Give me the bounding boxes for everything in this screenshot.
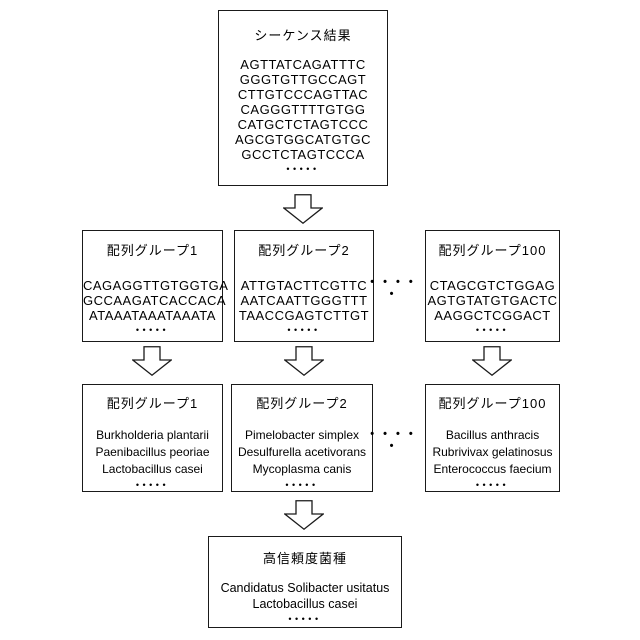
down-arrow-icon — [472, 346, 512, 376]
sequence-line: ATTGTACTTCGTTC — [240, 278, 368, 293]
ellipsis: ••••• — [475, 480, 510, 490]
species-group-100-title: 配列グループ100 — [438, 396, 547, 411]
sequence-group-100-title: 配列グループ100 — [438, 243, 547, 258]
species-group-100-box: 配列グループ100 Bacillus anthracis Rubrivivax … — [425, 384, 560, 492]
sequence-line: TAACCGAGTCTTGT — [238, 308, 370, 323]
sequence-group-100-box: 配列グループ100 CTAGCGTCTGGAG AGTGTATGTGACTC A… — [425, 230, 560, 342]
sequence-line: GGGTGTTGCCAGT — [239, 72, 367, 87]
sequence-line: CAGAGGTTGTGGTGA — [83, 278, 229, 293]
sequence-group-100-body: CTAGCGTCTGGAG AGTGTATGTGACTC AAGGCTCGGAC… — [426, 278, 559, 337]
sequence-line: GCCTCTAGTCCCA — [241, 147, 365, 162]
sequence-results-body: AGTTATCAGATTTC GGGTGTTGCCAGT CTTGTCCCAGT… — [219, 57, 387, 176]
between-groups-ellipsis: • • • • • — [370, 276, 416, 300]
ellipsis: ••••• — [285, 480, 319, 490]
species-line: Pimelobacter simplex — [244, 428, 360, 442]
high-confidence-body: Candidatus Solibacter usitatus Lactobaci… — [209, 580, 401, 626]
sequence-line: AAGGCTCGGACT — [434, 308, 551, 323]
species-line: Mycoplasma canis — [252, 462, 352, 476]
sequence-group-2-title: 配列グループ2 — [258, 243, 350, 258]
species-group-1-title: 配列グループ1 — [106, 396, 199, 411]
species-line: Bacillus anthracis — [445, 428, 540, 442]
sequence-line: CAGGGTTTTGTGG — [240, 102, 366, 117]
sequence-results-title: シーケンス結果 — [254, 28, 352, 43]
ellipsis: ••••• — [286, 164, 320, 174]
sequence-group-2-box: 配列グループ2 ATTGTACTTCGTTC AATCAATTGGGTTT TA… — [234, 230, 374, 342]
down-arrow-icon — [132, 346, 172, 376]
species-group-2-title: 配列グループ2 — [256, 396, 348, 411]
species-group-2-box: 配列グループ2 Pimelobacter simplex Desulfurell… — [231, 384, 373, 492]
sequence-line: AATCAATTGGGTTT — [240, 293, 368, 308]
down-arrow-icon — [284, 346, 324, 376]
sequence-line: AGTTATCAGATTTC — [240, 57, 366, 72]
species-line: Rubrivivax gelatinosus — [432, 445, 553, 459]
sequence-line: CATGCTCTAGTCCC — [237, 117, 369, 132]
species-group-1-body: Burkholderia plantarii Paenibacillus peo… — [83, 427, 222, 492]
ellipsis: ••••• — [135, 325, 170, 335]
species-group-1-box: 配列グループ1 Burkholderia plantarii Paenibaci… — [82, 384, 223, 492]
down-arrow-icon — [284, 499, 324, 531]
species-group-2-body: Pimelobacter simplex Desulfurella acetiv… — [232, 427, 372, 492]
species-line: Lactobacillus casei — [252, 597, 358, 611]
sequence-results-box: シーケンス結果 AGTTATCAGATTTC GGGTGTTGCCAGT CTT… — [218, 10, 388, 186]
species-line: Desulfurella acetivorans — [237, 445, 367, 459]
sequence-line: AGTGTATGTGACTC — [427, 293, 558, 308]
sequence-line: CTAGCGTCTGGAG — [429, 278, 556, 293]
ellipsis: ••••• — [475, 325, 510, 335]
species-line: Burkholderia plantarii — [96, 428, 209, 442]
species-line: Paenibacillus peoriae — [95, 445, 210, 459]
species-line: Lactobacillus casei — [102, 462, 203, 476]
sequence-line: ATAAATAAATAAATA — [89, 308, 216, 323]
sequence-group-1-title: 配列グループ1 — [106, 243, 199, 258]
sequence-group-1-box: 配列グループ1 CAGAGGTTGTGGTGA GCCAAGATCACCACA … — [82, 230, 229, 342]
ellipsis: ••••• — [135, 480, 170, 490]
sequence-group-2-body: ATTGTACTTCGTTC AATCAATTGGGTTT TAACCGAGTC… — [235, 278, 373, 337]
ellipsis: ••••• — [287, 325, 321, 335]
high-confidence-title: 高信頼度菌種 — [262, 551, 347, 566]
between-groups-ellipsis: • • • • • — [370, 428, 416, 452]
ellipsis: ••••• — [288, 614, 322, 624]
sequence-line: GCCAAGATCACCACA — [83, 293, 227, 308]
down-arrow-icon — [283, 194, 323, 224]
species-group-100-body: Bacillus anthracis Rubrivivax gelatinosu… — [426, 427, 559, 492]
high-confidence-species-box: 高信頼度菌種 Candidatus Solibacter usitatus La… — [208, 536, 402, 628]
species-line: Candidatus Solibacter usitatus — [220, 581, 390, 595]
species-line: Enterococcus faecium — [433, 462, 552, 476]
sequence-line: CTTGTCCCAGTTAC — [237, 87, 369, 102]
sequence-line: AGCGTGGCATGTGC — [234, 132, 372, 147]
sequence-group-1-body: CAGAGGTTGTGGTGA GCCAAGATCACCACA ATAAATAA… — [83, 278, 229, 337]
